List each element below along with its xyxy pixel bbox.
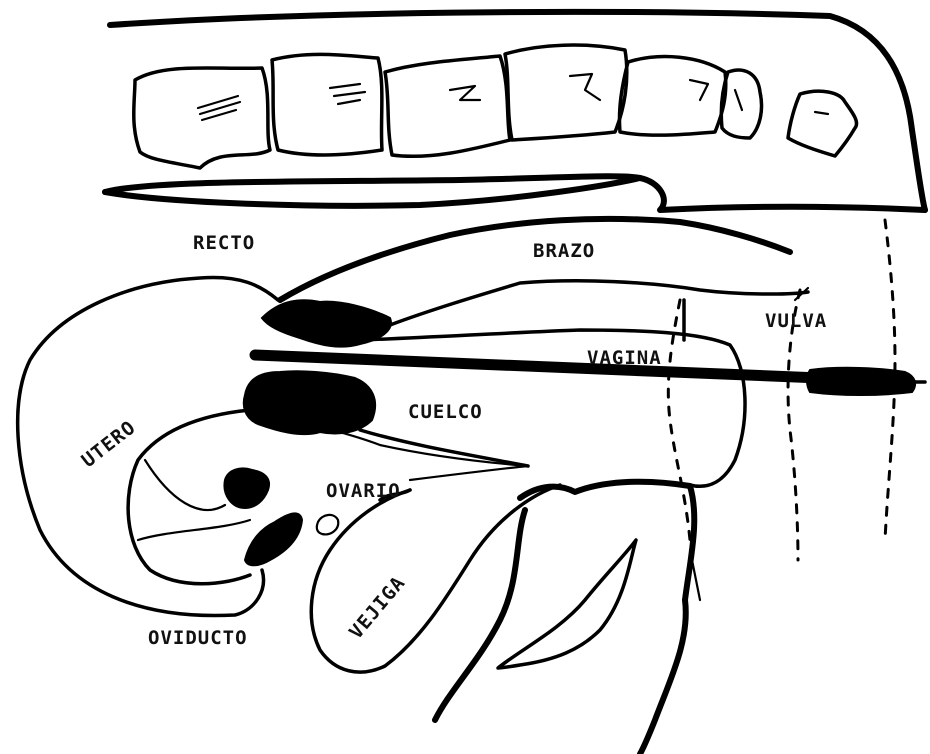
label-vulva: VULVA — [765, 310, 827, 332]
vertebra-hatch — [450, 86, 480, 100]
vertebra — [505, 45, 627, 140]
vertebra — [272, 54, 382, 155]
vertebra — [619, 57, 725, 136]
vertebra-hatch — [815, 112, 828, 114]
vertebra — [721, 70, 761, 138]
cervix — [244, 371, 375, 434]
vertebra — [385, 56, 510, 156]
ovary-small — [317, 515, 338, 534]
ovary-left — [224, 468, 269, 508]
label-recto: RECTO — [193, 232, 255, 254]
vertebra — [134, 68, 270, 168]
pelvic-line — [435, 510, 525, 720]
uterine-horn-line — [145, 460, 225, 510]
label-brazo: BRAZO — [533, 240, 595, 262]
label-utero: UTERO — [78, 416, 141, 472]
arm-lower — [390, 281, 808, 325]
probe-handle — [807, 368, 915, 395]
vertebra-hatch — [330, 84, 365, 104]
label-vagina: VAGINA — [587, 347, 662, 369]
label-oviducto: OVIDUCTO — [148, 627, 248, 649]
vertebrae — [134, 45, 857, 168]
label-ovario: OVARIO — [326, 480, 401, 502]
uterine-horn-line-2 — [138, 520, 250, 540]
vertebra-hatch — [690, 80, 708, 100]
vertebra-hatch — [570, 74, 600, 100]
label-vejiga: VEJIGA — [345, 572, 410, 643]
label-cuello: CUELCO — [408, 401, 483, 423]
vertebra-hatch — [735, 90, 742, 110]
ovary-right — [245, 513, 302, 565]
cervix-ventral — [360, 430, 528, 466]
vertebra — [788, 91, 857, 156]
vertebra-hatch — [198, 96, 240, 120]
